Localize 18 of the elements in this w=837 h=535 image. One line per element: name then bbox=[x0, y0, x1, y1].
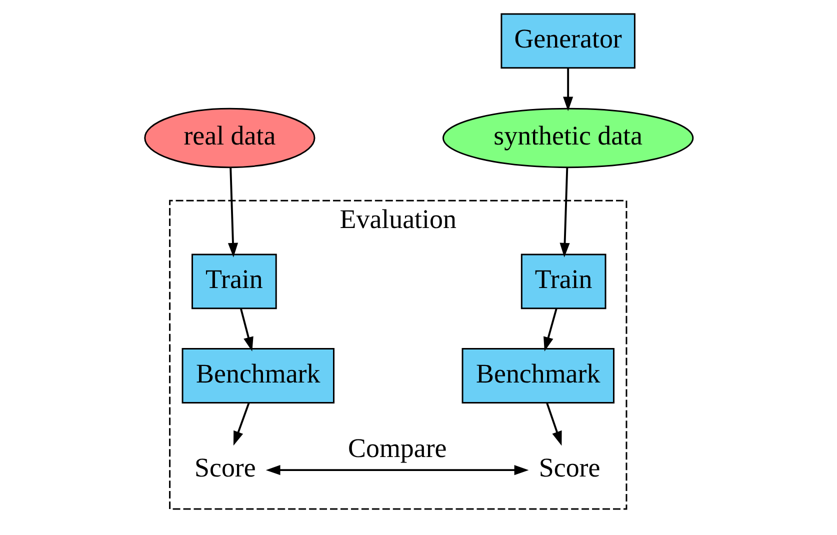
node-box: Train bbox=[191, 254, 276, 310]
edge-label: Compare bbox=[348, 433, 446, 464]
arrow bbox=[227, 168, 238, 258]
arrow bbox=[562, 68, 573, 112]
node-ellipse: real data bbox=[144, 108, 315, 168]
arrow bbox=[240, 308, 253, 352]
node-box: Train bbox=[520, 254, 606, 310]
node-box: Generator bbox=[500, 13, 635, 69]
arrow bbox=[232, 402, 250, 446]
node-box: Benchmark bbox=[181, 348, 334, 404]
arrow bbox=[546, 402, 562, 446]
arrow bbox=[265, 465, 528, 476]
node-text: Score bbox=[538, 452, 600, 483]
node-text: Score bbox=[194, 452, 256, 483]
arrow bbox=[559, 168, 570, 258]
node-ellipse: synthetic data bbox=[442, 108, 694, 168]
arrow bbox=[543, 308, 557, 352]
node-box: Benchmark bbox=[461, 348, 614, 404]
